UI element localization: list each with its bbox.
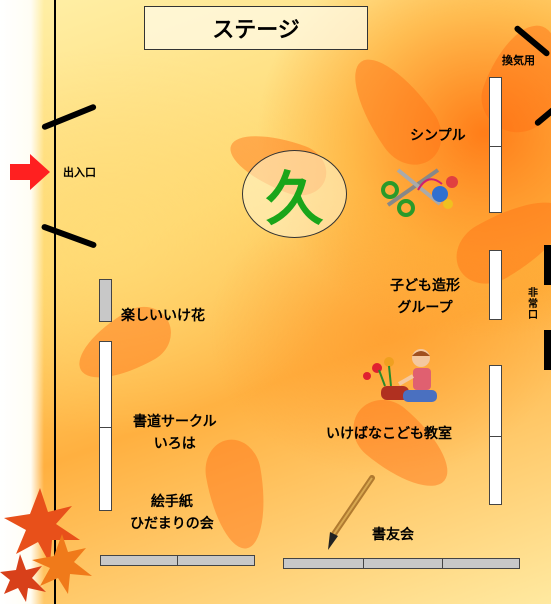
table-ikebana-kids xyxy=(489,365,502,505)
entrance-label: 出入口 xyxy=(63,166,96,179)
booth-calligraphy-label: 書道サークル いろは xyxy=(133,412,217,455)
booth-kids-art-line1: 子ども造形 xyxy=(390,278,460,294)
table-ikebana-fun xyxy=(99,279,112,322)
entrance-arrow-icon xyxy=(10,154,50,190)
table-calligraphy xyxy=(99,341,112,511)
emergency-exit-label: 非常口 xyxy=(528,288,538,321)
booth-shoyukai-label: 書友会 xyxy=(372,527,414,543)
brush-clipart-icon xyxy=(328,475,375,550)
scissors-clipart-icon xyxy=(381,168,458,217)
booth-etegami-line2: ひだまりの会 xyxy=(130,515,214,532)
table-bottom-right xyxy=(283,558,520,569)
table-kids-art xyxy=(489,250,502,320)
booth-calligraphy-line2: いろは xyxy=(153,435,196,452)
mark-circle: 久 xyxy=(242,150,347,238)
table-bottom-left xyxy=(100,555,255,566)
stage-label: ステージ xyxy=(212,18,300,43)
door-line-bottom xyxy=(40,223,98,249)
booth-ikebana-kids-label: いけばなこども教室 xyxy=(326,426,452,442)
mark-glyph: 久 xyxy=(265,165,324,233)
booth-etegami-line1: 絵手紙 xyxy=(150,494,193,510)
booth-ikebana-fun-label: 楽しいいけ花 xyxy=(121,308,205,324)
table-simple xyxy=(489,77,502,213)
door-line-top xyxy=(40,103,98,131)
stage-box: ステージ xyxy=(144,6,368,50)
vent-label: 換気用 xyxy=(502,54,535,67)
booth-calligraphy-line1: 書道サークル xyxy=(133,414,217,430)
maple-leaves-clipart-icon xyxy=(0,488,92,602)
child-ikebana-clipart-icon xyxy=(363,349,437,402)
booth-kids-art-label: 子ども造形 グループ xyxy=(390,276,460,319)
leaf-petal xyxy=(336,44,455,178)
exit-door-top xyxy=(544,245,551,285)
booth-simple-label: シンプル xyxy=(410,128,466,144)
left-wall xyxy=(54,0,56,604)
booth-kids-art-line2: グループ xyxy=(397,299,453,316)
exit-door-bottom xyxy=(544,330,551,370)
booth-etegami-label: 絵手紙 ひだまりの会 xyxy=(130,492,214,535)
